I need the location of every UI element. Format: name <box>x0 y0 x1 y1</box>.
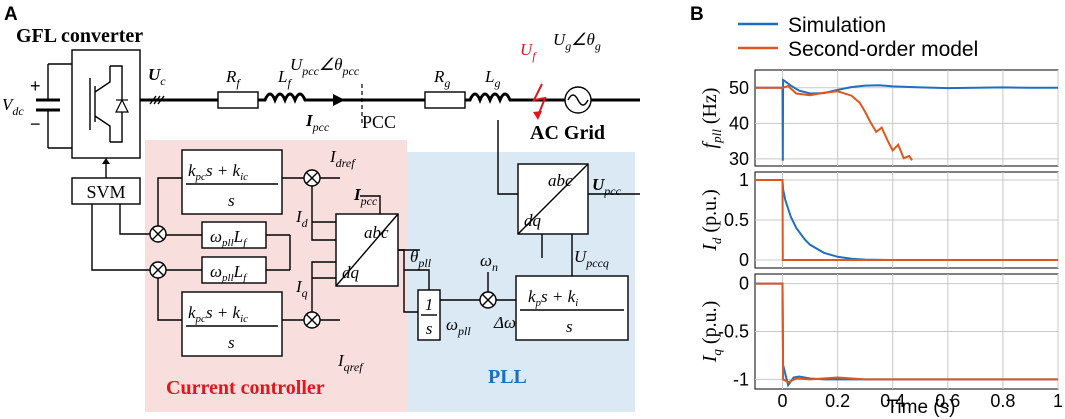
x-tick-label: 0 <box>778 391 788 411</box>
upccq-label: Upccq <box>574 247 609 270</box>
subplot-2: 1 0.5 0 Id (p.u.) <box>699 170 1059 270</box>
pi-d-block <box>181 149 283 215</box>
y-tick-label: -0.5 <box>718 322 749 342</box>
legend-label-model: Second-order model <box>788 38 978 61</box>
pi-d-numerator: kpcs + kic <box>188 161 248 183</box>
y-tick-label: 0.5 <box>724 210 749 230</box>
current-controller-label: Current controller <box>166 377 325 399</box>
three-phase-marks <box>149 95 165 105</box>
dc-plus-sign: + <box>30 76 41 96</box>
series-line-model <box>755 282 1058 384</box>
y-tick-label: 0 <box>739 250 749 270</box>
ipcc-arrow <box>333 94 345 106</box>
legend-label-simulation: Simulation <box>788 14 886 37</box>
omega-lf-label-d: ωpllLf <box>210 227 248 249</box>
abc-label-pll: abc <box>548 171 573 190</box>
omega-lf-label-q: ωpllLf <box>210 262 248 284</box>
ug-label: Ug∠θg <box>553 30 601 53</box>
lf-label: Lf <box>277 67 292 90</box>
x-tick-label: 0.8 <box>990 391 1015 411</box>
lg-label: Lg <box>484 67 500 90</box>
series-line-simulation <box>755 78 1058 161</box>
x-axis-label: Time (s) <box>887 397 956 418</box>
idref-label: Idref <box>329 147 356 170</box>
pcc-label: PCC <box>362 112 396 132</box>
y-tick-label: 40 <box>729 113 749 133</box>
pi-q-block <box>181 291 283 357</box>
id-label: Id <box>295 207 309 230</box>
panel-label-a: A <box>4 4 18 25</box>
fault-bolt-icon <box>532 83 547 117</box>
x-tick-label: 0.2 <box>825 391 850 411</box>
rf-resistor <box>217 91 259 109</box>
igbt-icon <box>89 65 129 143</box>
pll-pi-denominator: s <box>566 317 573 336</box>
subplot-frame <box>754 69 1059 167</box>
dq-label-cc: dq <box>342 263 360 282</box>
lg-inductor <box>465 92 515 104</box>
lf-inductor <box>258 92 310 104</box>
ac-grid-label: AC Grid <box>530 122 605 144</box>
fault-arrow-icon <box>533 111 542 120</box>
y-axis-label-3: Iq (p.u.) <box>699 301 724 364</box>
integrator-numerator: 1 <box>425 295 434 314</box>
x-tick-label: 0.6 <box>935 391 960 411</box>
x-tick-label: 1 <box>1053 391 1063 411</box>
uf-label: Uf <box>520 40 537 63</box>
ipcc-label: Ipcc <box>305 111 330 134</box>
converter-box <box>71 49 141 159</box>
svm-box <box>71 177 141 205</box>
sine-icon <box>567 94 589 106</box>
omega-pll-label: ωpll <box>446 315 471 338</box>
dq-label-pll: dq <box>524 211 542 230</box>
iq-label: Iq <box>295 277 308 300</box>
y-tick-label: -1 <box>733 369 749 389</box>
pll-pi-numerator: kps + ki <box>528 287 578 309</box>
iqref-label: Iqref <box>337 351 364 374</box>
omega-n-label: ωn <box>480 251 498 274</box>
current-controller-wires <box>91 177 420 321</box>
vdc-label: Vdc <box>2 95 24 118</box>
uc-label: Uc <box>148 65 166 88</box>
pll-wires <box>398 120 640 313</box>
series-line-model <box>755 84 913 161</box>
circuit-diagram: GFL converter + − Vdc Uc Rf Lf Upcc∠θpcc… <box>2 25 640 412</box>
abc-dq-pll-diagonal <box>517 163 589 235</box>
abc-dq-current-diagonal <box>335 213 399 287</box>
y-axis-label-1: fpll (Hz) <box>699 88 724 149</box>
dc-bus-wires <box>47 63 72 149</box>
pi-d-denominator: s <box>228 191 235 210</box>
pi-q-numerator: kpcs + kic <box>188 303 248 325</box>
pll-pi-block <box>515 275 629 341</box>
y-tick-label: 50 <box>729 78 749 98</box>
abc-label-cc: abc <box>364 223 389 242</box>
y-tick-label: 0 <box>739 274 749 294</box>
y-axis-label-2: Id (p.u.) <box>699 189 724 252</box>
ipcc-input-label: Ipcc <box>353 185 378 208</box>
pi-q-denominator: s <box>228 333 235 352</box>
pll-label: PLL <box>488 366 527 388</box>
chart-legend: Simulation Second-order model <box>738 14 978 61</box>
integrator-denominator: s <box>426 319 433 338</box>
y-tick-label: 30 <box>729 149 749 169</box>
svm-label: SVM <box>86 182 125 202</box>
dc-minus-sign: − <box>30 114 41 134</box>
y-tick-label: 1 <box>739 170 749 190</box>
panel-label-b: B <box>690 4 704 25</box>
omega-lf-block-q <box>201 256 267 284</box>
converter-title: GFL converter <box>16 25 143 47</box>
subplot-3: 0 -0.5 -1 Iq (p.u.) <box>699 273 1059 390</box>
x-tick-label: 0.4 <box>880 391 905 411</box>
svm-arrow <box>102 158 110 164</box>
upcc-label: Upcc∠θpcc <box>290 55 360 78</box>
rg-label: Rg <box>433 67 450 90</box>
theta-pll-label: θpll <box>410 247 432 270</box>
rg-resistor <box>424 91 466 109</box>
delta-omega-label: Δω <box>493 313 516 332</box>
series-line-model <box>755 179 1058 261</box>
response-chart: Simulation Second-order model 50 40 30fpll… <box>699 14 1063 418</box>
rf-label: Rf <box>225 67 241 90</box>
